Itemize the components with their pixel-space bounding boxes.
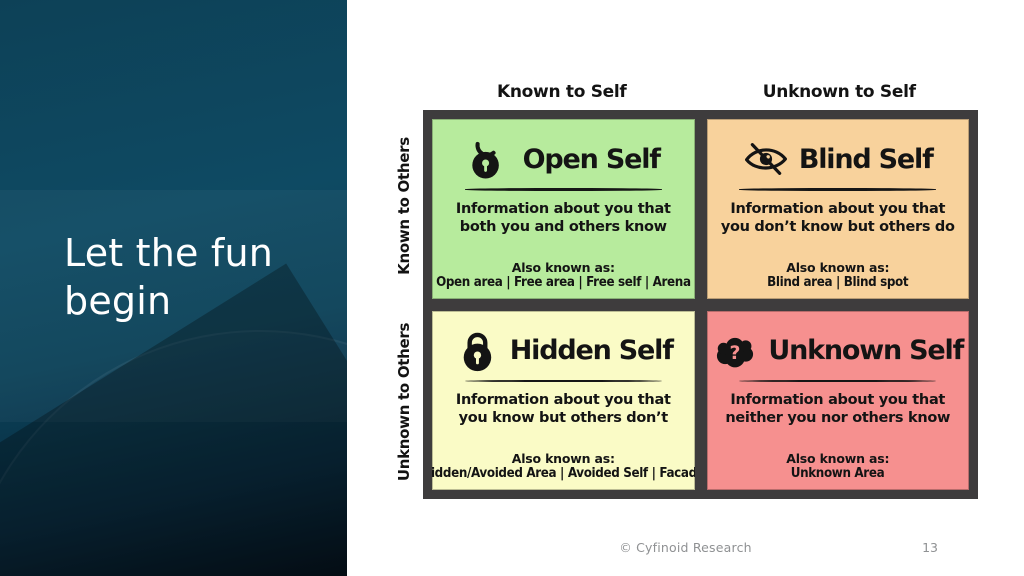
title-underline bbox=[464, 188, 662, 191]
quadrant-title: Hidden Self bbox=[509, 335, 674, 366]
quadrant-header: Hidden Self bbox=[454, 329, 674, 373]
col-label-unknown-to-self: Unknown to Self bbox=[762, 82, 916, 102]
eye-slash-icon bbox=[744, 143, 787, 175]
quadrant-aliases: Also known as: Open area | Free area | F… bbox=[435, 259, 691, 290]
quadrant-title: Unknown Self bbox=[768, 335, 964, 366]
svg-text:?: ? bbox=[730, 341, 741, 363]
row-label-unknown-to-others: Unknown to Others bbox=[395, 322, 413, 482]
col-label-known-to-self: Known to Self bbox=[496, 82, 627, 102]
quadrant-open-self: Open Self Information about you that bot… bbox=[432, 119, 695, 299]
quadrant-description: Information about you that you know but … bbox=[455, 392, 671, 427]
title-underline bbox=[464, 379, 662, 383]
row-label-known-to-others: Known to Others bbox=[395, 137, 413, 275]
quadrant-description: Information about you that neither you n… bbox=[725, 392, 951, 427]
quadrant-description: Information about you that both you and … bbox=[455, 200, 671, 235]
quadrant-aliases: Also known as: Hidden/Avoided Area | Avo… bbox=[432, 451, 695, 481]
footer-copyright: © Cyfinoid Research bbox=[619, 540, 752, 555]
title-underline bbox=[739, 379, 937, 383]
quadrant-header: ? Unknown Self bbox=[712, 329, 964, 373]
quadrant-description: Information about you that you don’t kno… bbox=[720, 200, 955, 235]
quadrant-header: Open Self bbox=[467, 137, 661, 181]
title-underline bbox=[739, 188, 937, 191]
closed-lock-icon bbox=[463, 332, 491, 371]
quadrant-title: Blind Self bbox=[798, 143, 934, 175]
quadrant-header: Blind Self bbox=[743, 137, 934, 181]
quadrant-aliases: Also known as: Blind area | Blind spot bbox=[767, 259, 909, 290]
johari-window-grid: Open Self Information about you that bot… bbox=[423, 110, 978, 499]
cloud-question-icon: ? bbox=[717, 337, 754, 367]
quadrant-hidden-self: Hidden Self Information about you that y… bbox=[432, 310, 695, 490]
slide-title: Let the fun begin bbox=[64, 231, 274, 323]
open-lock-icon bbox=[471, 141, 499, 179]
quadrant-unknown-self: ? Unknown Self Information about you tha… bbox=[706, 310, 969, 490]
title-panel: Let the fun begin bbox=[0, 0, 347, 576]
quadrant-title: Open Self bbox=[522, 143, 661, 175]
quadrant-blind-self: Blind Self Information about you that yo… bbox=[706, 119, 969, 299]
column-labels: Known to Self Unknown to Self bbox=[423, 82, 978, 106]
quadrant-aliases: Also known as: Unknown Area bbox=[786, 451, 890, 481]
page-number: 13 bbox=[922, 540, 938, 555]
